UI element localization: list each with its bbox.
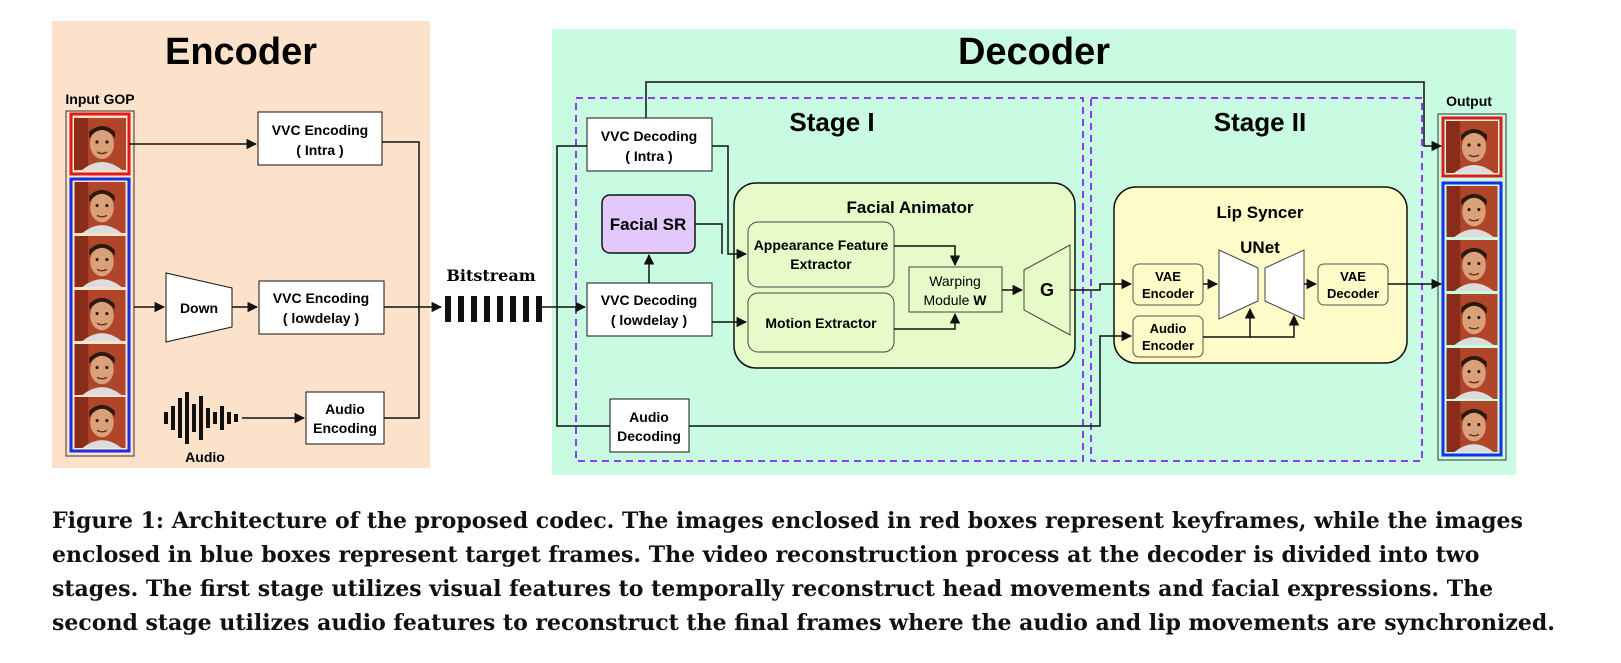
appearance-line2: Extractor (790, 256, 852, 272)
warping-module-block: Warping Module W (908, 266, 1003, 313)
vvc-encoding-lowdelay-block: VVC Encoding ( lowdelay ) (258, 280, 385, 335)
bitstream-label: Bitstream (446, 266, 535, 285)
vvc-decoding-lowdelay-line2: ( lowdelay ) (611, 312, 687, 328)
output-label: Output (1446, 93, 1492, 109)
motion-extractor-label: Motion Extractor (765, 315, 877, 331)
vvc-decoding-lowdelay-line1: VVC Decoding (601, 292, 697, 308)
encoder-title: Encoder (165, 31, 317, 73)
input-gop (65, 110, 135, 457)
lip-syncer-label: Lip Syncer (1217, 203, 1304, 222)
audio-encoding-line1: Audio (325, 401, 365, 417)
vvc-encoding-lowdelay-line1: VVC Encoding (273, 290, 369, 306)
warping-line2: Module (923, 292, 969, 308)
facial-sr-block: Facial SR (601, 194, 696, 254)
down-block: Down (165, 272, 233, 343)
vvc-encoding-lowdelay-line2: ( lowdelay ) (283, 310, 359, 326)
vae-encoder-line2: Encoder (1142, 286, 1194, 301)
vvc-encoding-intra-line2: ( Intra ) (296, 142, 343, 158)
svg-text:Module W: Module W (923, 292, 987, 308)
audio-encoder-block: Audio Encoder (1132, 315, 1204, 358)
vae-decoder-line2: Decoder (1327, 286, 1379, 301)
stage-2-label: Stage II (1214, 107, 1306, 137)
audio-decoding-line2: Decoding (617, 428, 681, 444)
vae-encoder-block: VAE Encoder (1132, 263, 1204, 306)
audio-decoding-block: Audio Decoding (609, 398, 690, 453)
bitstream-icon (445, 296, 542, 322)
audio-decoding-line1: Audio (629, 409, 669, 425)
vvc-decoding-intra-line2: ( Intra ) (625, 148, 672, 164)
motion-extractor-block: Motion Extractor (747, 292, 895, 353)
vvc-encoding-intra-line1: VVC Encoding (272, 122, 368, 138)
vvc-decoding-intra-block: VVC Decoding ( Intra ) (586, 117, 713, 172)
down-label: Down (180, 300, 218, 316)
input-keyframe (69, 112, 131, 176)
vae-encoder-line1: VAE (1155, 269, 1181, 284)
vvc-decoding-lowdelay-block: VVC Decoding ( lowdelay ) (586, 282, 713, 337)
facial-animator-block: Facial Animator Appearance Feature Extra… (733, 182, 1076, 369)
figure-caption: Figure 1: Architecture of the proposed c… (52, 508, 1555, 636)
audio-encoding-line2: Encoding (313, 420, 377, 436)
output-target-frames (1441, 181, 1503, 457)
output-keyframe (1441, 116, 1503, 178)
unet-label: UNet (1240, 238, 1280, 257)
decoder-title: Decoder (958, 31, 1110, 73)
appearance-line1: Appearance Feature (754, 237, 889, 253)
input-target-frames (69, 177, 131, 453)
stage-2-box (1090, 97, 1423, 462)
audio-encoder-line2: Encoder (1142, 338, 1194, 353)
encoder-connections (129, 138, 443, 424)
warping-line1: Warping (929, 273, 981, 289)
stage-1-label: Stage I (789, 107, 874, 137)
audio-encoding-block: Audio Encoding (305, 391, 385, 445)
appearance-feature-extractor-block: Appearance Feature Extractor (747, 221, 895, 288)
facial-sr-label: Facial SR (610, 215, 687, 234)
audio-waveform-icon (164, 392, 238, 444)
decoder-connections (542, 81, 1443, 427)
vvc-decoding-intra-line1: VVC Decoding (601, 128, 697, 144)
vvc-encoding-intra-block: VVC Encoding ( Intra ) (257, 111, 383, 166)
warping-symbol-w: W (973, 292, 987, 308)
generator-label: G (1040, 280, 1054, 300)
architecture-diagram: Encoder Input GOP VVC Encoding ( Intra )… (52, 21, 1516, 475)
stage-1-box (575, 97, 1084, 462)
output-frames (1437, 113, 1507, 461)
audio-label: Audio (185, 449, 225, 465)
input-gop-label: Input GOP (65, 91, 134, 107)
generator-block: G (1023, 244, 1071, 336)
vae-decoder-block: VAE Decoder (1317, 263, 1389, 306)
vae-decoder-line1: VAE (1340, 269, 1366, 284)
audio-encoder-line1: Audio (1150, 321, 1187, 336)
facial-animator-label: Facial Animator (847, 198, 974, 217)
unet-shape (1218, 249, 1305, 320)
